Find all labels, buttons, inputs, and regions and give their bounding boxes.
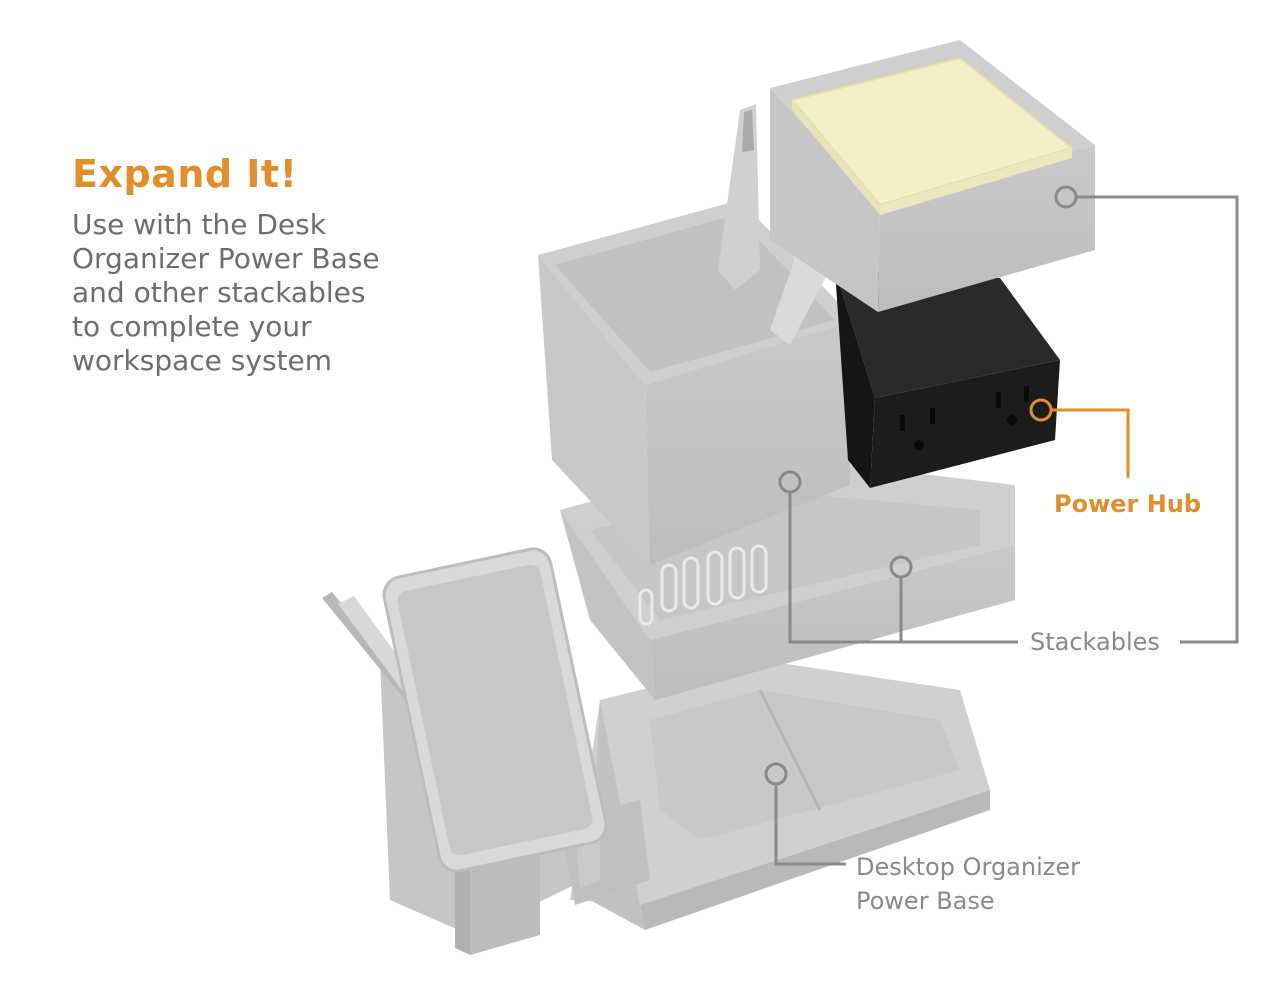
description-line: Use with the Desk bbox=[72, 208, 326, 241]
description-line: to complete your bbox=[72, 310, 312, 343]
description-line: Organizer Power Base bbox=[72, 242, 380, 275]
stackables-label: Stackables bbox=[1030, 628, 1160, 656]
power-base-label: Desktop Organizer Power Base bbox=[856, 850, 1080, 918]
callout-base-line bbox=[764, 762, 846, 866]
description-line: workspace system bbox=[72, 344, 333, 377]
power-hub-label: Power Hub bbox=[1054, 490, 1202, 518]
callout-stackables-line bbox=[778, 185, 1239, 644]
description: Use with the Desk Organizer Power Base a… bbox=[72, 208, 452, 378]
paper-clips bbox=[638, 544, 768, 626]
headline: Expand It! bbox=[72, 152, 298, 196]
outlet-left bbox=[900, 408, 935, 450]
description-line: and other stackables bbox=[72, 276, 366, 309]
power-base-label-line2: Power Base bbox=[856, 887, 995, 915]
pen-cup bbox=[538, 200, 855, 565]
power-base-label-line1: Desktop Organizer bbox=[856, 853, 1080, 881]
dock-pen bbox=[322, 592, 420, 706]
callout-power-hub-line bbox=[1029, 398, 1130, 478]
outlet-right bbox=[996, 386, 1029, 425]
sticky-notes bbox=[790, 56, 1075, 215]
phone bbox=[382, 547, 608, 873]
